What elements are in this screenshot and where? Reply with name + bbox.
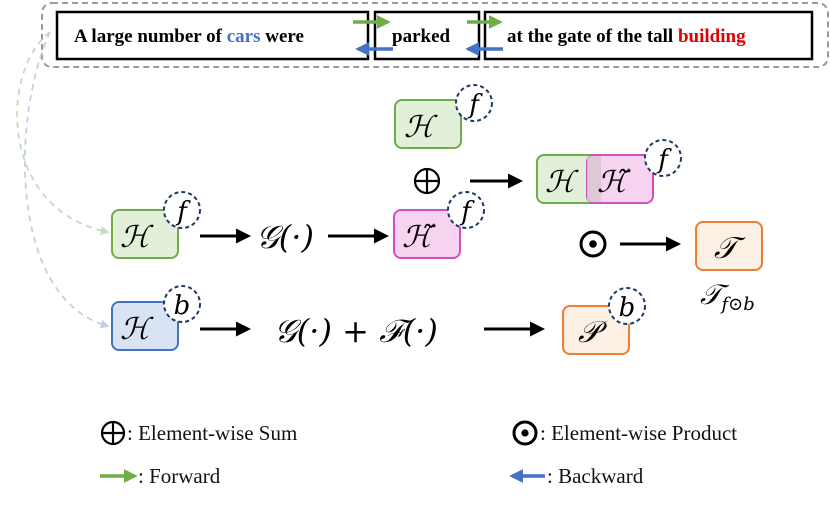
node-p-backward: 𝒫 b [562, 287, 646, 355]
node-t-output: 𝒯 [695, 221, 763, 271]
node-h-forward-input: ℋ f [111, 191, 201, 259]
oplus-operator-icon [413, 167, 441, 195]
segment-1-prefix: A large number of [74, 26, 227, 47]
legend-oplus-icon [100, 420, 126, 446]
b-superscript: b [619, 293, 636, 323]
t-output-label: 𝒯f⊙b [700, 278, 755, 315]
sentence-segment-1-box [55, 10, 370, 61]
word-cars: cars [227, 26, 261, 47]
odot-operator-icon [579, 230, 607, 258]
node-h-tilde-forward: ℋ̃ f [393, 191, 485, 259]
h-symbol: ℋ [545, 165, 579, 200]
sentence-segment-1-text: A large number of cars were [74, 26, 304, 47]
node-concat-h-htilde: ℋ ℋ̃ f [536, 139, 682, 204]
legend-odot-icon [512, 420, 538, 446]
connector-to-backward-input [24, 31, 110, 329]
sentence-banner: A large number of cars were parked at th… [41, 2, 829, 68]
g-operator: 𝒢(·) [256, 218, 314, 256]
segment-1-suffix: were [260, 26, 303, 47]
sentence-segment-2-box [373, 10, 481, 61]
connector-to-forward-input [16, 31, 110, 235]
h-symbol: ℋ [120, 220, 154, 255]
sentence-segment-3-box [483, 10, 814, 61]
h-symbol: ℋ [404, 110, 438, 145]
h-tilde-symbol: ℋ̃ [402, 220, 436, 255]
legend-sum-label: : Element-wise Sum [127, 421, 297, 445]
h-tilde-symbol: ℋ̃ [597, 165, 631, 200]
segment-3-prefix: at the gate of the tall [507, 26, 678, 47]
legend: : Element-wise Sum : Element-wise Produc… [100, 420, 737, 488]
legend-forward-label: : Forward [138, 464, 221, 488]
h-symbol: ℋ [120, 312, 154, 347]
word-building: building [678, 26, 746, 47]
node-h-backward-input: ℋ b [111, 285, 201, 351]
legend-backward-label: : Backward [547, 464, 644, 488]
sentence-outer-dashed-box [41, 2, 829, 68]
legend-product-label: : Element-wise Product [540, 421, 737, 445]
node-h-forward-top: ℋ f [394, 84, 493, 149]
word-parked: parked [392, 26, 451, 47]
g-plus-f-operator: 𝒢(·) + ℱ(·) [274, 312, 438, 350]
sentence-segment-3-text: at the gate of the tall building [507, 26, 746, 47]
b-superscript: b [174, 291, 191, 321]
